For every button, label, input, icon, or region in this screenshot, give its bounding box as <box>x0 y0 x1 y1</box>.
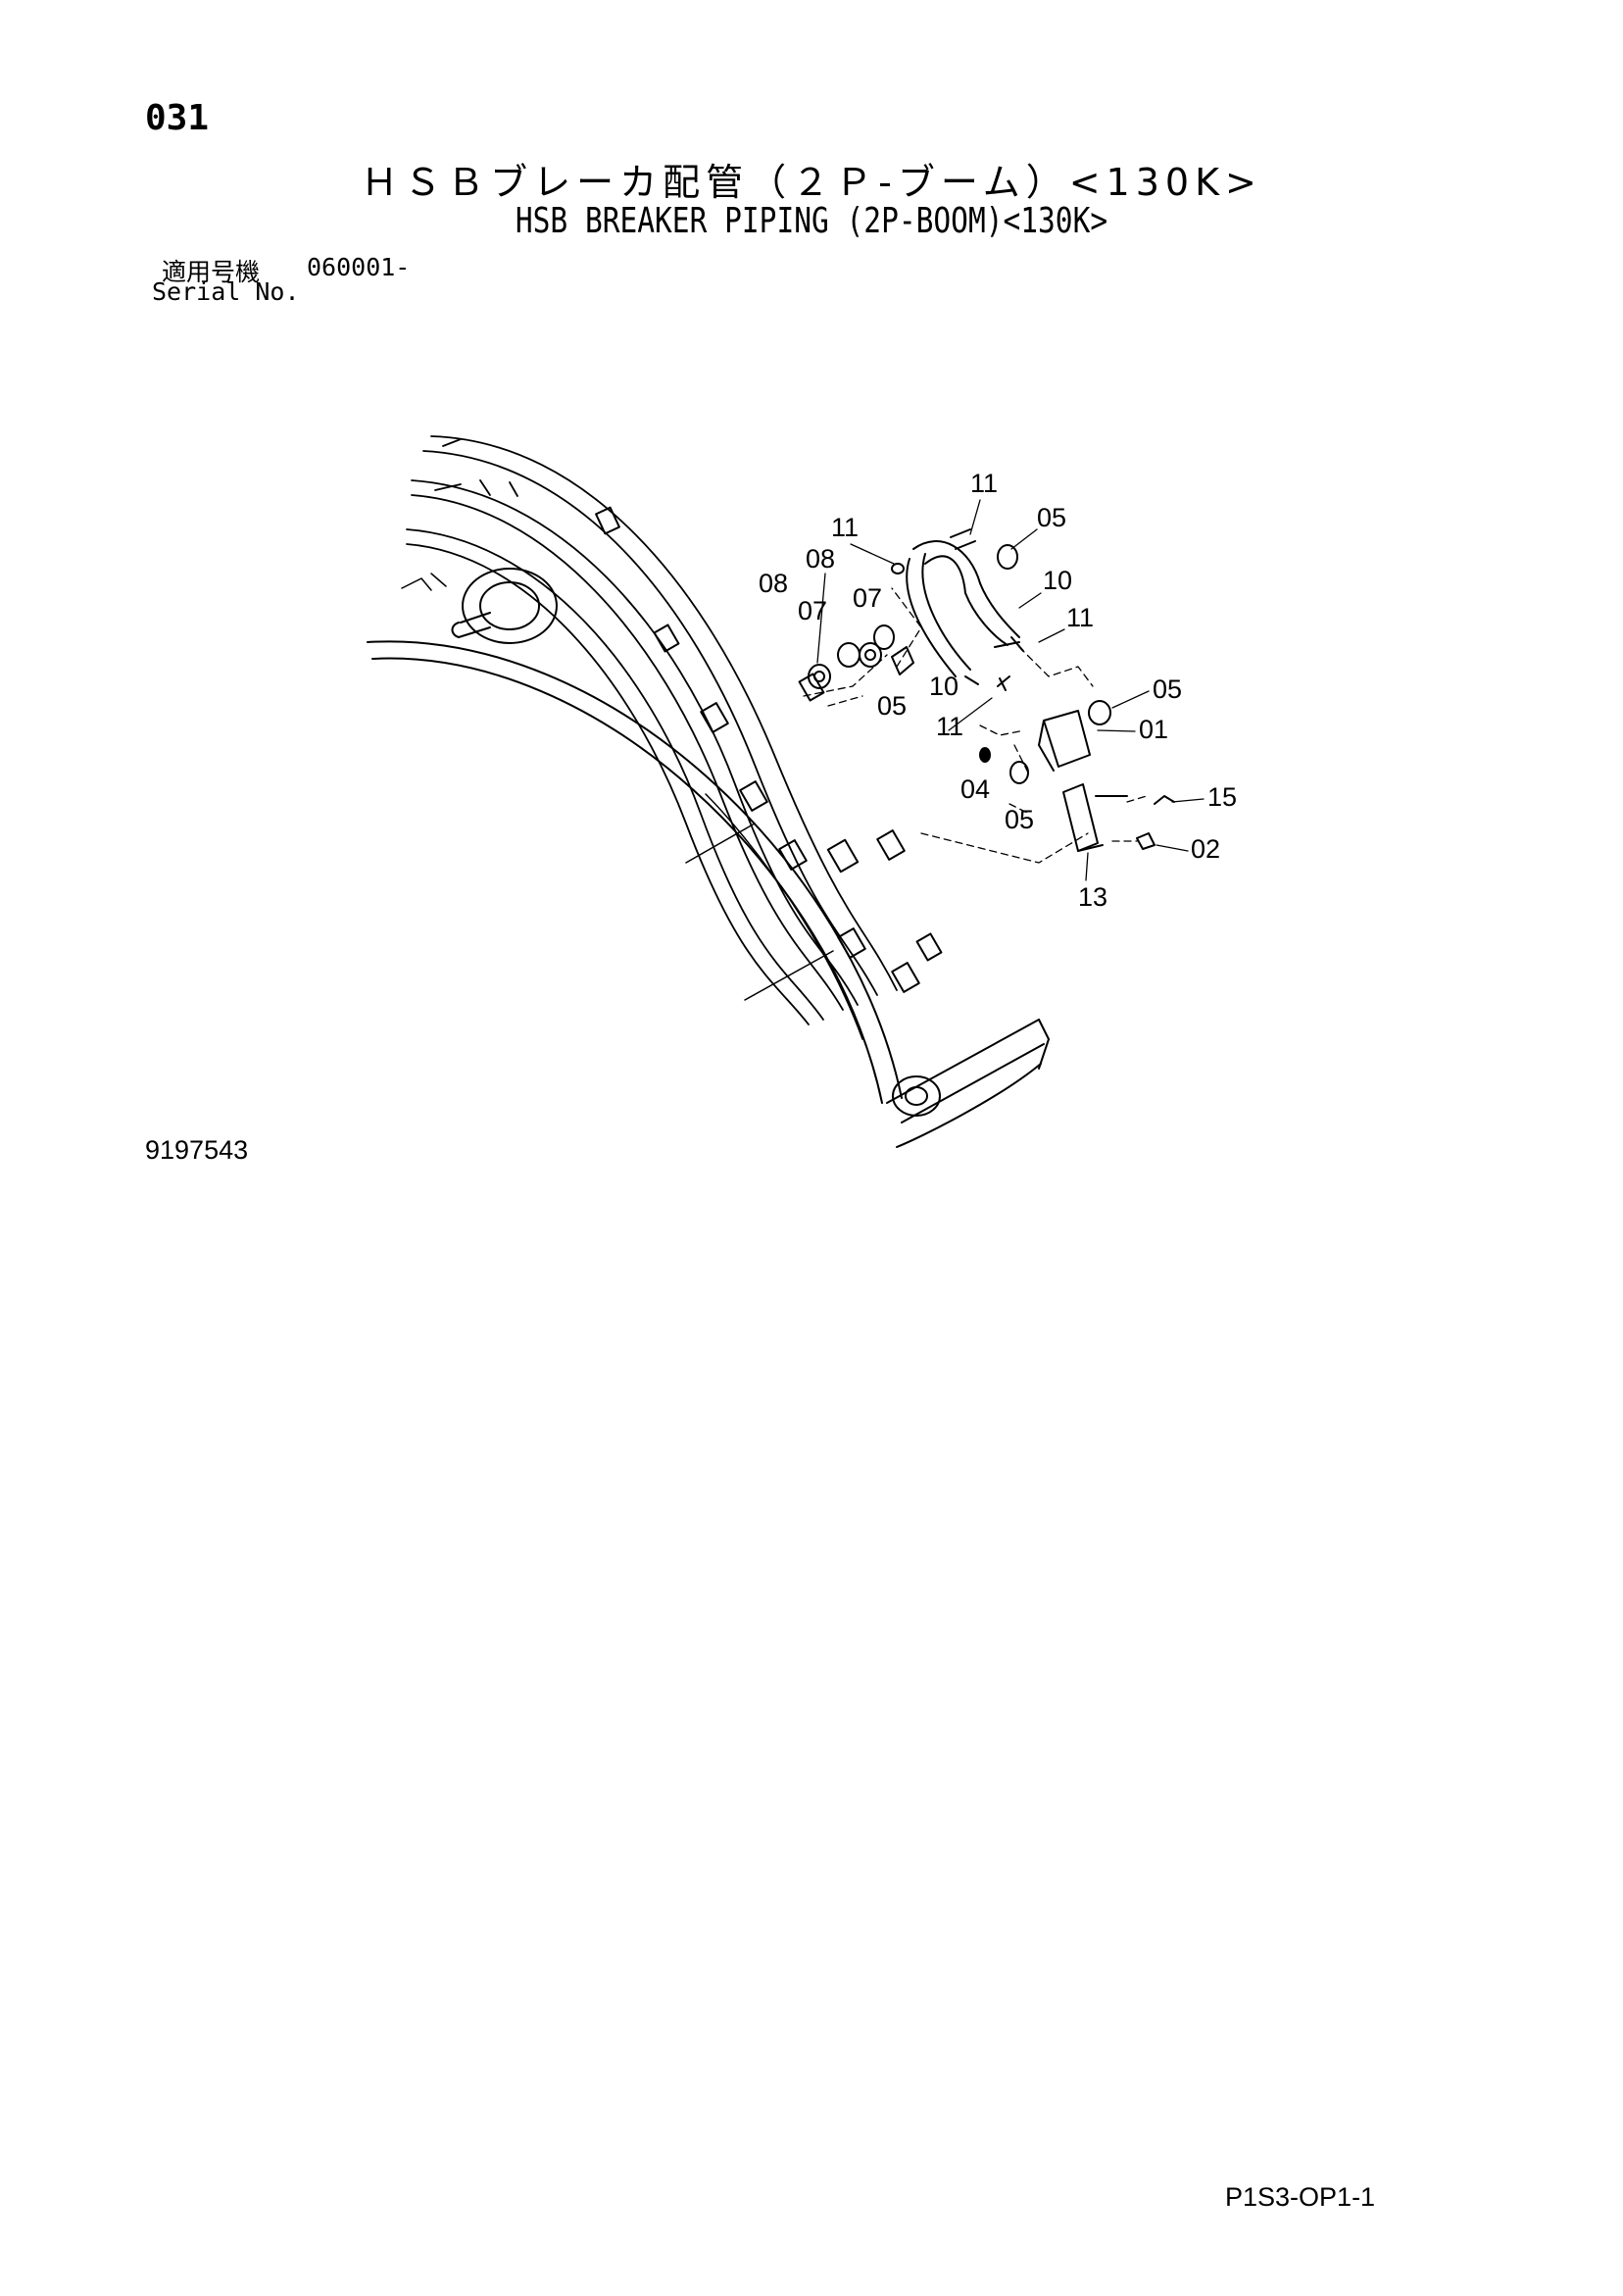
breaker-hoses <box>906 528 1024 685</box>
callout-label: 11 <box>1066 603 1094 632</box>
page-code: P1S3-OP1-1 <box>1225 2182 1376 2212</box>
hose-clamps <box>595 506 943 993</box>
callout-label: 10 <box>929 672 959 701</box>
boom-drawing <box>367 568 1050 1148</box>
callout-label: 11 <box>970 469 998 498</box>
serial-label-english: Serial No. <box>152 277 300 306</box>
callout-label: 07 <box>853 583 882 613</box>
callout-label: 02 <box>1191 834 1220 864</box>
callout-label: 01 <box>1139 715 1168 744</box>
serial-label-japanese: 適用号機 <box>162 258 261 286</box>
callout-label: 08 <box>806 544 835 574</box>
callout-label: 05 <box>1005 805 1034 834</box>
callout-label: 04 <box>960 774 990 804</box>
hose-bundle <box>406 435 898 1025</box>
callout-label: 05 <box>877 691 907 721</box>
assembly-leaders <box>803 587 1148 864</box>
callout-label: 08 <box>759 569 788 598</box>
drawing-number: 9197543 <box>145 1135 249 1165</box>
callout-label: 05 <box>1037 503 1066 532</box>
fittings <box>808 544 1175 852</box>
callout-labels: 11 05 11 08 10 08 07 07 11 10 05 05 11 0… <box>759 469 1237 912</box>
callout-label: 11 <box>831 513 859 542</box>
callout-leaders <box>816 499 1205 881</box>
serial-range: 060001- <box>307 253 411 281</box>
callout-label: 11 <box>936 712 963 741</box>
page-number: 031 <box>145 98 210 138</box>
callout-label: 15 <box>1207 782 1237 812</box>
callout-label: 05 <box>1153 674 1182 704</box>
callout-label: 13 <box>1078 882 1107 912</box>
title-japanese: ＨＳＢブレーカ配管（２Ｐ-ブーム）<130K> <box>361 161 1262 204</box>
title-english: HSB BREAKER PIPING (2P-BOOM)<130K> <box>515 201 1108 241</box>
callout-label: 10 <box>1043 566 1072 595</box>
